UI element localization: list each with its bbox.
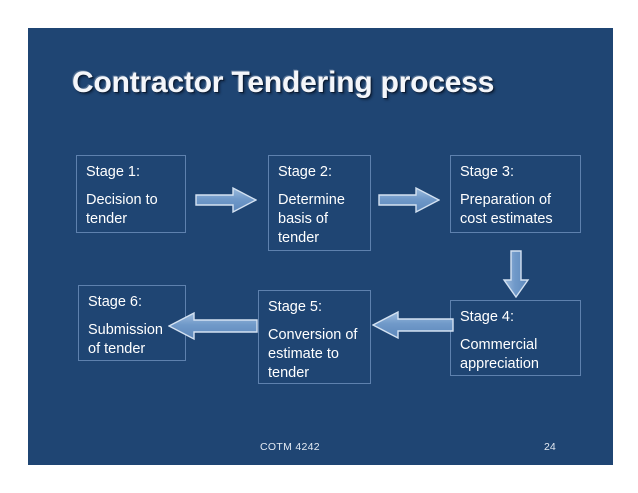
- stage-box-6: Stage 6: Submission of tender: [78, 285, 186, 361]
- stage-6-label: Stage 6:: [88, 294, 143, 310]
- stage-5-description: Conversion of estimate to tender: [268, 327, 358, 382]
- stage-box-3: Stage 3: Preparation of cost estimates: [450, 155, 581, 233]
- stage-4-label: Stage 4:: [460, 309, 515, 325]
- stage-box-5: Stage 5: Conversion of estimate to tende…: [258, 290, 371, 384]
- stage-1-description: Decision to tender: [86, 192, 158, 228]
- arrow-left-icon-stage-5-to-6: [168, 311, 258, 341]
- stage-box-4: Stage 4: Commercial appreciation: [450, 300, 581, 376]
- page-title: Contractor Tendering process: [72, 66, 495, 99]
- arrow-down-icon-stage-3-to-4: [502, 250, 530, 298]
- stage-2-label: Stage 2:: [278, 164, 333, 180]
- stage-3-description: Preparation of cost estimates: [460, 192, 553, 228]
- footer-course-code: COTM 4242: [260, 441, 320, 453]
- stage-box-1: Stage 1: Decision to tender: [76, 155, 186, 233]
- footer-page-number: 24: [544, 441, 556, 453]
- stage-6-description: Submission of tender: [88, 322, 163, 358]
- arrow-right-icon-stage-2-to-3: [378, 186, 440, 214]
- arrow-right-icon-stage-1-to-2: [195, 186, 257, 214]
- stage-box-2: Stage 2: Determine basis of tender: [268, 155, 371, 251]
- arrow-left-icon-stage-4-to-5: [372, 309, 454, 341]
- stage-1-label: Stage 1:: [86, 164, 141, 180]
- stage-4-description: Commercial appreciation: [460, 337, 539, 373]
- stage-3-label: Stage 3:: [460, 164, 515, 180]
- stage-2-description: Determine basis of tender: [278, 192, 345, 247]
- slide-canvas: Contractor Tendering process Stage 1: De…: [28, 28, 613, 465]
- stage-5-label: Stage 5:: [268, 299, 323, 315]
